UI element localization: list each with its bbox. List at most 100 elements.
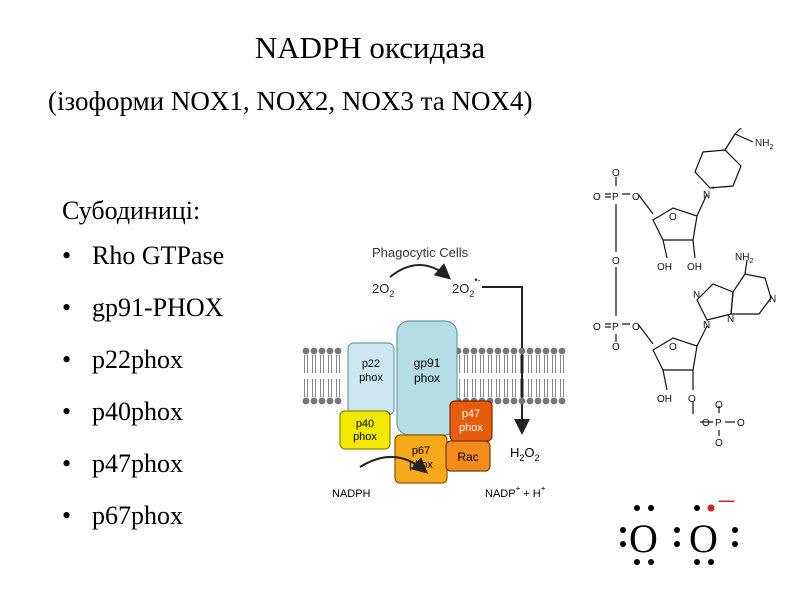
lipid-tail <box>328 379 332 397</box>
adenine-n1: N <box>769 294 776 305</box>
p22-label: p22 <box>362 358 380 370</box>
lipid-tail <box>504 355 508 373</box>
lipid-head <box>302 347 310 355</box>
lipid-tail <box>488 379 492 397</box>
lipid-tail <box>560 379 564 397</box>
lipid-head <box>494 397 502 405</box>
lipid-head <box>310 347 318 355</box>
lipid-tail <box>520 355 524 373</box>
pyridinium-n: N <box>703 190 710 201</box>
electron-dots <box>620 505 738 565</box>
lipid-tail <box>480 379 484 397</box>
phosphate3-o-top: O <box>715 400 723 411</box>
lipid-tail <box>464 379 468 397</box>
lipid-tail <box>488 355 492 373</box>
lipid-tail <box>504 379 508 397</box>
ribose2-oh: OH <box>657 394 672 405</box>
lipid-tail <box>552 379 556 397</box>
lipid-tail <box>320 379 324 397</box>
lipid-head <box>478 347 486 355</box>
rac-label: Rac <box>457 450 478 464</box>
lipid-tail <box>328 355 332 373</box>
lipid-tail <box>496 379 500 397</box>
lipid-head <box>526 347 534 355</box>
lipid-tail <box>480 355 484 373</box>
lipid-head <box>534 347 542 355</box>
oxygen-atom-1: O <box>629 516 658 561</box>
lipid-head <box>334 347 342 355</box>
lipid-head <box>494 347 502 355</box>
subunit-p47: p47phox <box>92 449 183 478</box>
lipid-tail <box>520 379 524 397</box>
conversion-arrow <box>389 263 452 280</box>
lipid-head <box>334 397 342 405</box>
phosphate1-p: P <box>612 192 619 203</box>
lipid-tail <box>312 355 316 373</box>
list-item: •p67phox <box>62 490 224 542</box>
page-title: NADPH оксидаза <box>254 30 486 65</box>
lipid-tail <box>560 355 564 373</box>
phosphate3-o: O <box>702 418 710 429</box>
lipid-tail <box>472 379 476 397</box>
lipid-head <box>462 347 470 355</box>
list-item: •Rho GTPase <box>62 230 224 282</box>
lipid-tail <box>464 355 468 373</box>
lipid-head <box>526 397 534 405</box>
amide-nh2: NH2 <box>755 138 773 151</box>
phosphate3-o-minus2: O <box>715 438 723 449</box>
p47-label: p47 <box>462 408 480 420</box>
list-item: •gp91-PHOX <box>62 282 224 334</box>
ribose1-oh1: OH <box>657 262 672 273</box>
lipid-head <box>542 397 550 405</box>
lipid-head <box>302 397 310 405</box>
h2o2-arrow <box>482 286 530 435</box>
lipid-head <box>318 347 326 355</box>
pyridinium-charge: + <box>711 185 715 192</box>
lipid-head <box>326 347 334 355</box>
lipid-head <box>486 347 494 355</box>
lipid-head <box>542 347 550 355</box>
lipid-head <box>558 347 566 355</box>
p40-phox-label: phox <box>353 431 377 443</box>
lipid-tail <box>544 379 548 397</box>
lipid-head <box>502 347 510 355</box>
adenine-n7: N <box>693 290 700 301</box>
nadp-label: NADP+ + H+ <box>485 484 546 500</box>
ribose2-o: O <box>669 342 677 353</box>
list-item: •p22phox <box>62 334 224 386</box>
lipid-head <box>310 397 318 405</box>
substrate-label: 2O2 <box>372 281 394 299</box>
oxygen-atom-2: O <box>689 516 718 561</box>
lipid-tail <box>304 355 308 373</box>
subunit-p40: p40phox <box>92 397 183 426</box>
lipid-head <box>550 397 558 405</box>
nadph-label: NADPH <box>332 488 371 500</box>
h2o2-label: H2O2 <box>510 445 540 463</box>
lipid-head <box>326 397 334 405</box>
list-item: •p40phox <box>62 386 224 438</box>
phosphate3-p: P <box>715 418 722 429</box>
lipid-head <box>502 397 510 405</box>
lipid-tail <box>512 355 516 373</box>
superoxide-product-label: 2O2•- <box>452 275 481 299</box>
lipid-head <box>558 397 566 405</box>
bridge-o: O <box>612 256 620 267</box>
lipid-head <box>470 347 478 355</box>
subunit-p22: p22phox <box>92 345 183 374</box>
lipid-head <box>318 397 326 405</box>
phosphate1-o: O <box>593 192 601 203</box>
lipid-tail <box>312 379 316 397</box>
rac-subunit <box>445 440 491 472</box>
subunit-rho-gtpase: Rho GTPase <box>92 241 225 270</box>
nadph-oxidase-diagram: Phagocytic Cells 2O2 2O2•- p22 phox gp91… <box>302 245 566 500</box>
adenine-n3: N <box>727 314 734 325</box>
page-subtitle: (ізоформи NOX1, NOX2, NOX3 та NOX4) <box>48 86 533 116</box>
lipid-head <box>510 347 518 355</box>
lipid-head <box>518 397 526 405</box>
subunit-gp91: gp91-PHOX <box>92 293 224 322</box>
nadph-arrow <box>359 455 429 474</box>
phosphate3-ester-o: O <box>688 394 696 405</box>
subunit-p67: p67phox <box>92 501 183 530</box>
lipid-tail <box>528 379 532 397</box>
gp91-label: gp91 <box>414 356 441 370</box>
